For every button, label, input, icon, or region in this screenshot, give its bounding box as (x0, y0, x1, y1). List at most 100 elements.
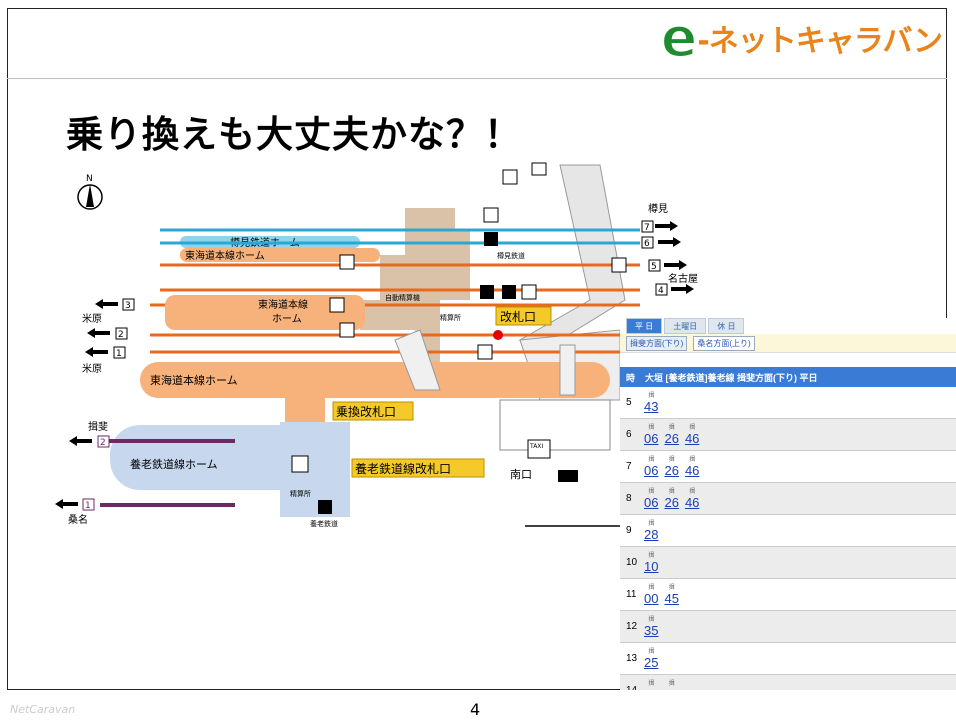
direction-kuwana-button[interactable]: 桑名方面(上り) (693, 335, 755, 351)
logo-mark: e (660, 6, 699, 69)
tab-holiday[interactable]: 休 日 (708, 318, 745, 334)
svg-text:樽見鉄道: 樽見鉄道 (497, 251, 525, 260)
svg-text:7: 7 (644, 223, 650, 233)
departure-minute: 25 (644, 654, 659, 670)
departure-minute: 45 (664, 688, 678, 691)
destination-mark: 揖 (648, 392, 655, 399)
destination-mark: 揖 (668, 424, 675, 431)
hour-cell: 5 (626, 397, 632, 408)
direction-ibi-button[interactable]: 揖斐方面(下り) (626, 335, 688, 351)
current-location-icon (493, 330, 503, 340)
svg-text:東海道本線ホーム: 東海道本線ホーム (185, 249, 265, 262)
track-number-1: 1 (113, 346, 126, 359)
svg-text:TAXI: TAXI (529, 443, 543, 450)
accessible-icon (483, 207, 499, 223)
svg-text:2: 2 (100, 438, 106, 448)
track-number-4: 4 (655, 283, 668, 296)
toilet-icon (477, 344, 493, 360)
help-icon (521, 284, 537, 300)
departure-minute: 46 (684, 462, 700, 478)
destination-mark: 揖 (668, 680, 675, 687)
station-map: N 樽見鉄道ホーム 東海道本線ホーム 東海道本線 ホーム 東海道本線ホーム 養老… (55, 162, 698, 528)
destination-mark: 揖 (648, 584, 655, 591)
departure-link[interactable]: 揖05 (644, 681, 658, 691)
yoro-track-number-2: 2 (97, 435, 110, 448)
svg-text:精算所: 精算所 (290, 489, 311, 498)
jr-platform-top (180, 248, 380, 262)
departure-minute: 43 (644, 398, 659, 414)
departure-minute: 46 (684, 430, 700, 446)
svg-text:米原: 米原 (82, 312, 102, 325)
jr-platform-bottom (140, 362, 610, 398)
yoro-ticket-office-icon (318, 500, 332, 514)
track-number-3: 3 (122, 298, 135, 311)
svg-text:3: 3 (125, 301, 131, 311)
arrow-left-icon (55, 299, 118, 509)
timetable-header: 時 大垣 [養老鉄道]養老線 揖斐方面(下り) 平日 (620, 367, 956, 387)
svg-text:名古屋: 名古屋 (668, 272, 698, 285)
svg-text:6: 6 (644, 239, 650, 249)
tab-weekday[interactable]: 平 日 (626, 318, 663, 334)
departure-minute: 26 (664, 462, 679, 478)
svg-text:桑名: 桑名 (68, 513, 88, 526)
destination-mark: 揖 (648, 520, 655, 527)
arrow-right-icon (655, 221, 694, 294)
departure-minute: 05 (644, 688, 658, 691)
ticket-office-icon (484, 232, 498, 246)
footer-brand: NetCaravan (10, 703, 76, 716)
track-number-2: 2 (115, 327, 128, 340)
destination-mark: 揖 (668, 488, 675, 495)
departure-minute: 46 (684, 494, 700, 510)
destination-mark: 揖 (668, 584, 675, 591)
svg-text:養老鉄道線改札口: 養老鉄道線改札口 (355, 461, 451, 476)
svg-text:東海道本線ホーム: 東海道本線ホーム (150, 373, 238, 387)
departure-minute: 06 (644, 494, 659, 510)
hour-cell: 12 (626, 621, 638, 632)
destination-mark: 揖 (648, 456, 655, 463)
table-row: 14揖05揖45 (620, 675, 956, 690)
hour-cell: 10 (626, 557, 638, 568)
yoro-gate-label: 養老鉄道線改札口 (351, 458, 485, 478)
concourse (360, 208, 470, 390)
tab-saturday[interactable]: 土曜日 (664, 318, 707, 334)
svg-text:自動精算機: 自動精算機 (385, 293, 420, 302)
svg-text:樽見: 樽見 (648, 202, 668, 215)
departure-minute: 06 (644, 462, 659, 478)
hour-cell: 9 (626, 525, 632, 536)
hour-cell: 8 (626, 493, 632, 504)
day-tabs: 平 日 土曜日 休 日 (620, 318, 956, 334)
destination-mark: 揖 (689, 488, 696, 495)
hour-cell: 6 (626, 429, 632, 440)
hour-cell: 13 (626, 653, 638, 664)
departure-minute: 06 (644, 430, 659, 446)
departure-link[interactable]: 揖45 (664, 681, 678, 691)
departure-minute: 28 (644, 526, 659, 542)
transfer-gate-label: 乗換改札口 (332, 401, 414, 421)
departure-minute: 00 (644, 590, 659, 606)
destination-mark: 揖 (648, 680, 655, 687)
